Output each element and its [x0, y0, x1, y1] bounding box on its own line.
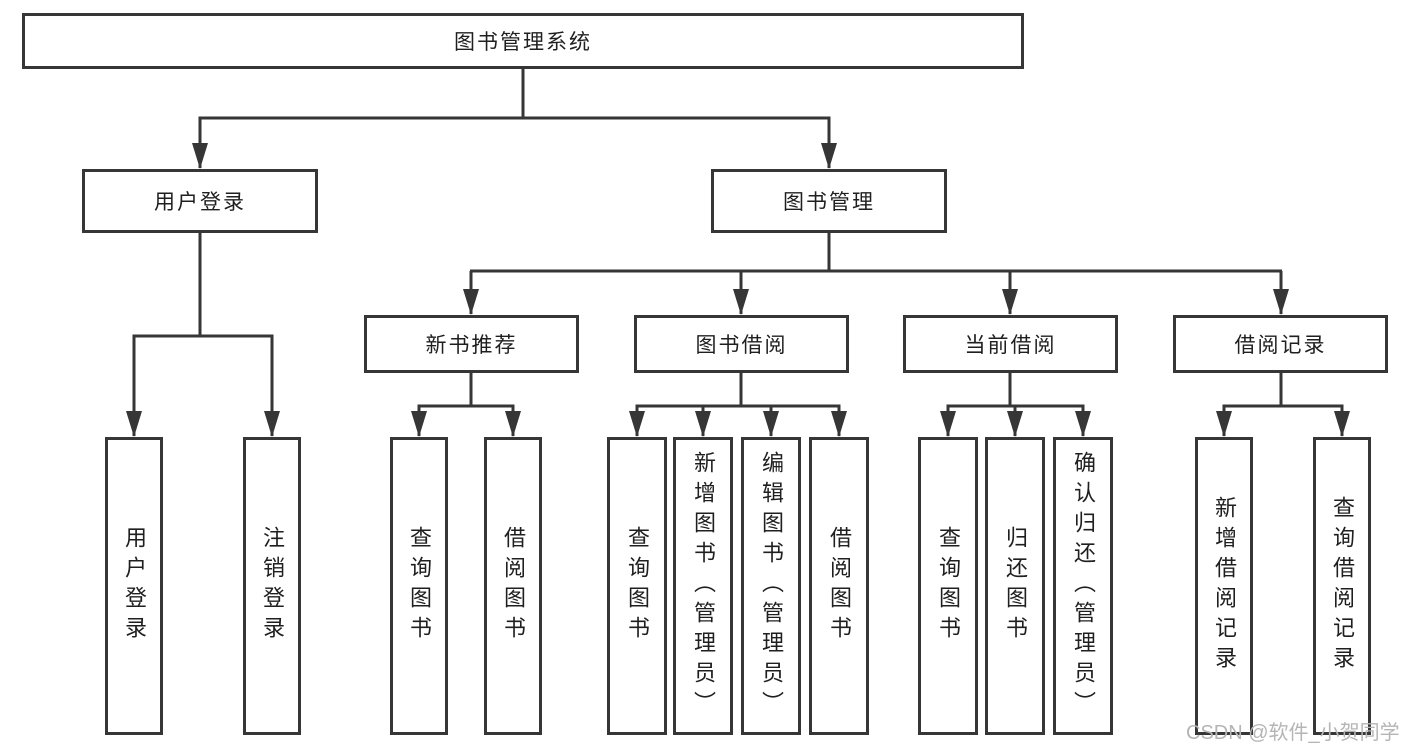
leaf-label: 查询图书 [407, 526, 432, 646]
node-book-borrow: 图书借阅 [634, 315, 849, 373]
csdn-watermark: CSDN @软件_小贺同学 [1186, 722, 1400, 744]
leaf-label: 注销登录 [260, 526, 285, 646]
node-label: 图书管理 [783, 191, 875, 214]
leaf-query-books: 查询图书 [918, 437, 978, 735]
leaf-label: 借阅图书 [501, 526, 526, 646]
node-label: 用户登录 [154, 191, 246, 214]
node-current-borrow: 当前借阅 [903, 315, 1118, 373]
leaf-label: 新增借阅记录 [1212, 496, 1237, 676]
node-label: 新书推荐 [425, 334, 518, 357]
leaf-logout: 注销登录 [243, 437, 301, 735]
leaf-query-borrow-record: 查询借阅记录 [1313, 437, 1371, 735]
node-book-management: 图书管理 [711, 169, 947, 233]
node-new-book-recommend: 新书推荐 [364, 315, 579, 373]
leaf-label: 归还图书 [1003, 526, 1028, 646]
leaf-label: 新增图书（管理员） [691, 451, 716, 721]
leaf-label: 编辑图书（管理员） [759, 451, 784, 721]
leaf-label: 查询图书 [625, 526, 650, 646]
leaf-add-books-admin: 新增图书（管理员） [673, 437, 733, 735]
node-label: 图书管理系统 [454, 31, 592, 54]
leaf-label: 确认归还（管理员） [1071, 451, 1096, 721]
leaf-query-books: 查询图书 [390, 437, 448, 735]
leaf-label: 借阅图书 [827, 526, 852, 646]
leaf-return-books: 归还图书 [985, 437, 1045, 735]
leaf-query-books: 查询图书 [607, 437, 667, 735]
leaf-borrow-books: 借阅图书 [809, 437, 869, 735]
leaf-user-login: 用户登录 [105, 437, 163, 735]
node-user-login: 用户登录 [82, 169, 318, 233]
node-label: 图书借阅 [695, 334, 788, 357]
leaf-confirm-return-admin: 确认归还（管理员） [1053, 437, 1113, 735]
leaf-edit-books-admin: 编辑图书（管理员） [741, 437, 801, 735]
leaf-label: 用户登录 [122, 526, 147, 646]
leaf-label: 查询图书 [936, 526, 961, 646]
leaf-borrow-books: 借阅图书 [484, 437, 542, 735]
node-label: 借阅记录 [1234, 334, 1327, 357]
node-borrow-records: 借阅记录 [1173, 315, 1388, 373]
node-label: 当前借阅 [964, 334, 1057, 357]
leaf-add-borrow-record: 新增借阅记录 [1195, 437, 1253, 735]
leaf-label: 查询借阅记录 [1330, 496, 1355, 676]
node-library-management-system: 图书管理系统 [22, 13, 1024, 69]
